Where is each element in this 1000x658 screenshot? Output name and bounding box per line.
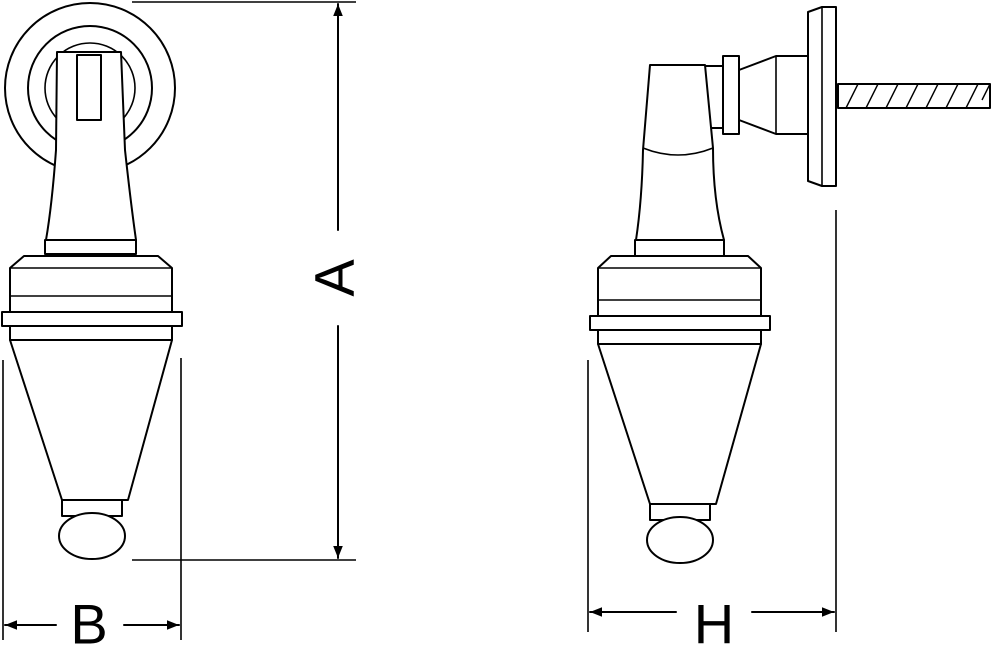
front-body [9,255,173,313]
front-view [1,2,183,560]
front-neck-collar [44,239,137,255]
side-ring [597,329,762,345]
side-neck-bend [642,147,714,156]
dimension-a-label: A [303,259,366,297]
side-stem-nut [722,55,740,135]
side-view [589,6,991,564]
side-neck-collar [634,239,725,257]
front-flange [1,311,183,327]
rod-hatching [845,83,991,109]
front-ring [9,325,173,341]
threaded-rod [837,83,991,109]
front-tip-knob [58,512,126,560]
dimension-h-label: H [694,593,734,656]
front-cone [9,339,173,501]
side-cone [597,343,762,505]
dimension-b: B [2,358,182,656]
side-body [597,255,762,317]
dimension-b-label: B [70,593,107,656]
side-flange [589,315,771,331]
side-tip-knob [646,516,714,564]
side-stem [738,55,809,135]
dimension-a: A [132,1,366,561]
dimension-h: H [587,210,837,656]
front-slot [76,54,102,121]
